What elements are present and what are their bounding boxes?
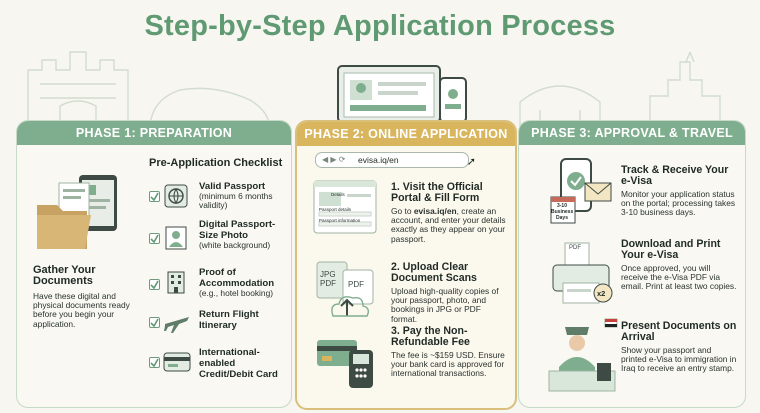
step-title: Present Documents on Arrival: [621, 320, 737, 343]
portal-link[interactable]: evisa.iq/en: [413, 206, 457, 216]
step-text: Upload high-quality copies of your passp…: [391, 286, 499, 324]
browser-nav-icon: ◀ ▶ ⟳: [322, 155, 346, 164]
checkbox-checked-icon: [149, 191, 160, 202]
checklist-item-title: International-enabled Credit/Debit Card: [199, 347, 278, 380]
laptop-phone-illustration: [337, 65, 467, 123]
globe-passport-icon: [164, 184, 188, 208]
plane-icon: [164, 317, 189, 333]
checklist-item-desc: (e.g., hotel booking): [199, 288, 274, 298]
checklist-item-title: Return Flight Itinerary: [199, 309, 259, 331]
copies-badge: x2: [597, 289, 606, 298]
step-present-documents: Present Documents on Arrival Show your p…: [621, 321, 739, 374]
step-text: Monitor your application status on the p…: [621, 189, 736, 218]
pdf-label: PDF: [569, 245, 581, 251]
officer-icon: [548, 318, 618, 392]
step-text: Once approved, you will receive the e-Vi…: [621, 263, 737, 292]
checklist-item: International-enabled Credit/Debit Card: [149, 347, 289, 381]
browser-url-bar[interactable]: ◀ ▶ ⟳ evisa.iq/en ➚: [315, 152, 476, 168]
step-title: 3. Pay the Non-Refundable Fee: [391, 325, 470, 348]
step-text: Go to evisa.iq/en, create an account, an…: [391, 206, 506, 244]
step-download-print: Download and Print Your e-Visa Once appr…: [621, 239, 739, 292]
printer-icon: [552, 242, 613, 304]
gather-documents-title: Gather Your Documents: [33, 264, 96, 287]
form-window-icon: [313, 180, 377, 234]
checklist-item: Return Flight Itinerary: [149, 309, 289, 337]
step-text: Show your passport and printed e-Visa to…: [621, 345, 737, 374]
step-text: The fee is ~$159 USD. Ensure your bank c…: [391, 350, 505, 379]
checkbox-checked-icon: [149, 233, 160, 244]
phase2-panel: PHASE 2: ONLINE APPLICATION ◀ ▶ ⟳ evisa.…: [295, 120, 517, 410]
checkbox-checked-icon: [149, 279, 160, 290]
step-visit-portal: 1. Visit the Official Portal & Fill Form…: [391, 182, 509, 244]
form-label: Passport information: [319, 218, 361, 223]
gather-documents-text: Have these digital and physical document…: [33, 291, 130, 329]
form-label: Passport details: [319, 207, 352, 212]
checklist-item: Valid Passport (minimum 6 months validit…: [149, 181, 289, 215]
photo-icon: [165, 226, 187, 250]
card-icon: [163, 352, 191, 372]
checklist-item-desc: (minimum 6 months validity): [199, 191, 273, 211]
phase1-header: PHASE 1: PREPARATION: [17, 121, 291, 145]
calendar-label: 3-10 Business Days: [551, 203, 574, 221]
checklist-item: Proof of Accommodation (e.g., hotel book…: [149, 267, 289, 305]
cursor-icon: ➚: [466, 156, 476, 168]
checklist-item: Digital Passport-Size Photo (white backg…: [149, 219, 289, 263]
skyline-illustration: [27, 51, 721, 130]
url-text: evisa.iq/en: [358, 155, 399, 165]
step-track-evisa: Track & Receive Your e-Visa Monitor your…: [621, 165, 739, 218]
step-title: Download and Print Your e-Visa: [621, 238, 721, 261]
checklist-item-desc: (white background): [199, 240, 271, 250]
upload-files-icon: [316, 261, 374, 317]
file-type-label: PDF: [348, 280, 364, 289]
checklist-title: Pre-Application Checklist: [149, 157, 283, 169]
phase3-panel: PHASE 3: APPROVAL & TRAVEL 3-10 Business…: [518, 120, 746, 408]
checkbox-checked-icon: [149, 317, 160, 328]
phone-check-icon: [550, 158, 612, 224]
step-title: 1. Visit the Official Portal & Fill Form: [391, 181, 483, 204]
checklist-item-title: Proof of Accommodation: [199, 267, 275, 289]
step-upload-scans: 2. Upload Clear Document Scans Upload hi…: [391, 262, 509, 324]
step-pay-fee: 3. Pay the Non-Refundable Fee The fee is…: [391, 326, 511, 379]
documents-folder-icon: [37, 175, 117, 249]
checklist-item-title: Valid Passport: [199, 181, 266, 192]
card-terminal-icon: [317, 340, 373, 388]
checkbox-checked-icon: [149, 357, 160, 368]
form-label: Details: [331, 192, 345, 197]
step-title: Track & Receive Your e-Visa: [621, 164, 729, 187]
page-title: Step-by-Step Application Process: [144, 10, 616, 42]
phase1-panel: PHASE 1: PREPARATION Gather Your Documen…: [16, 120, 292, 408]
checklist-item-title: Digital Passport-Size Photo: [199, 219, 276, 241]
phase2-header: PHASE 2: ONLINE APPLICATION: [297, 122, 515, 146]
phase3-header: PHASE 3: APPROVAL & TRAVEL: [519, 121, 745, 145]
step-title: 2. Upload Clear Document Scans: [391, 261, 477, 284]
hotel-icon: [167, 271, 185, 294]
